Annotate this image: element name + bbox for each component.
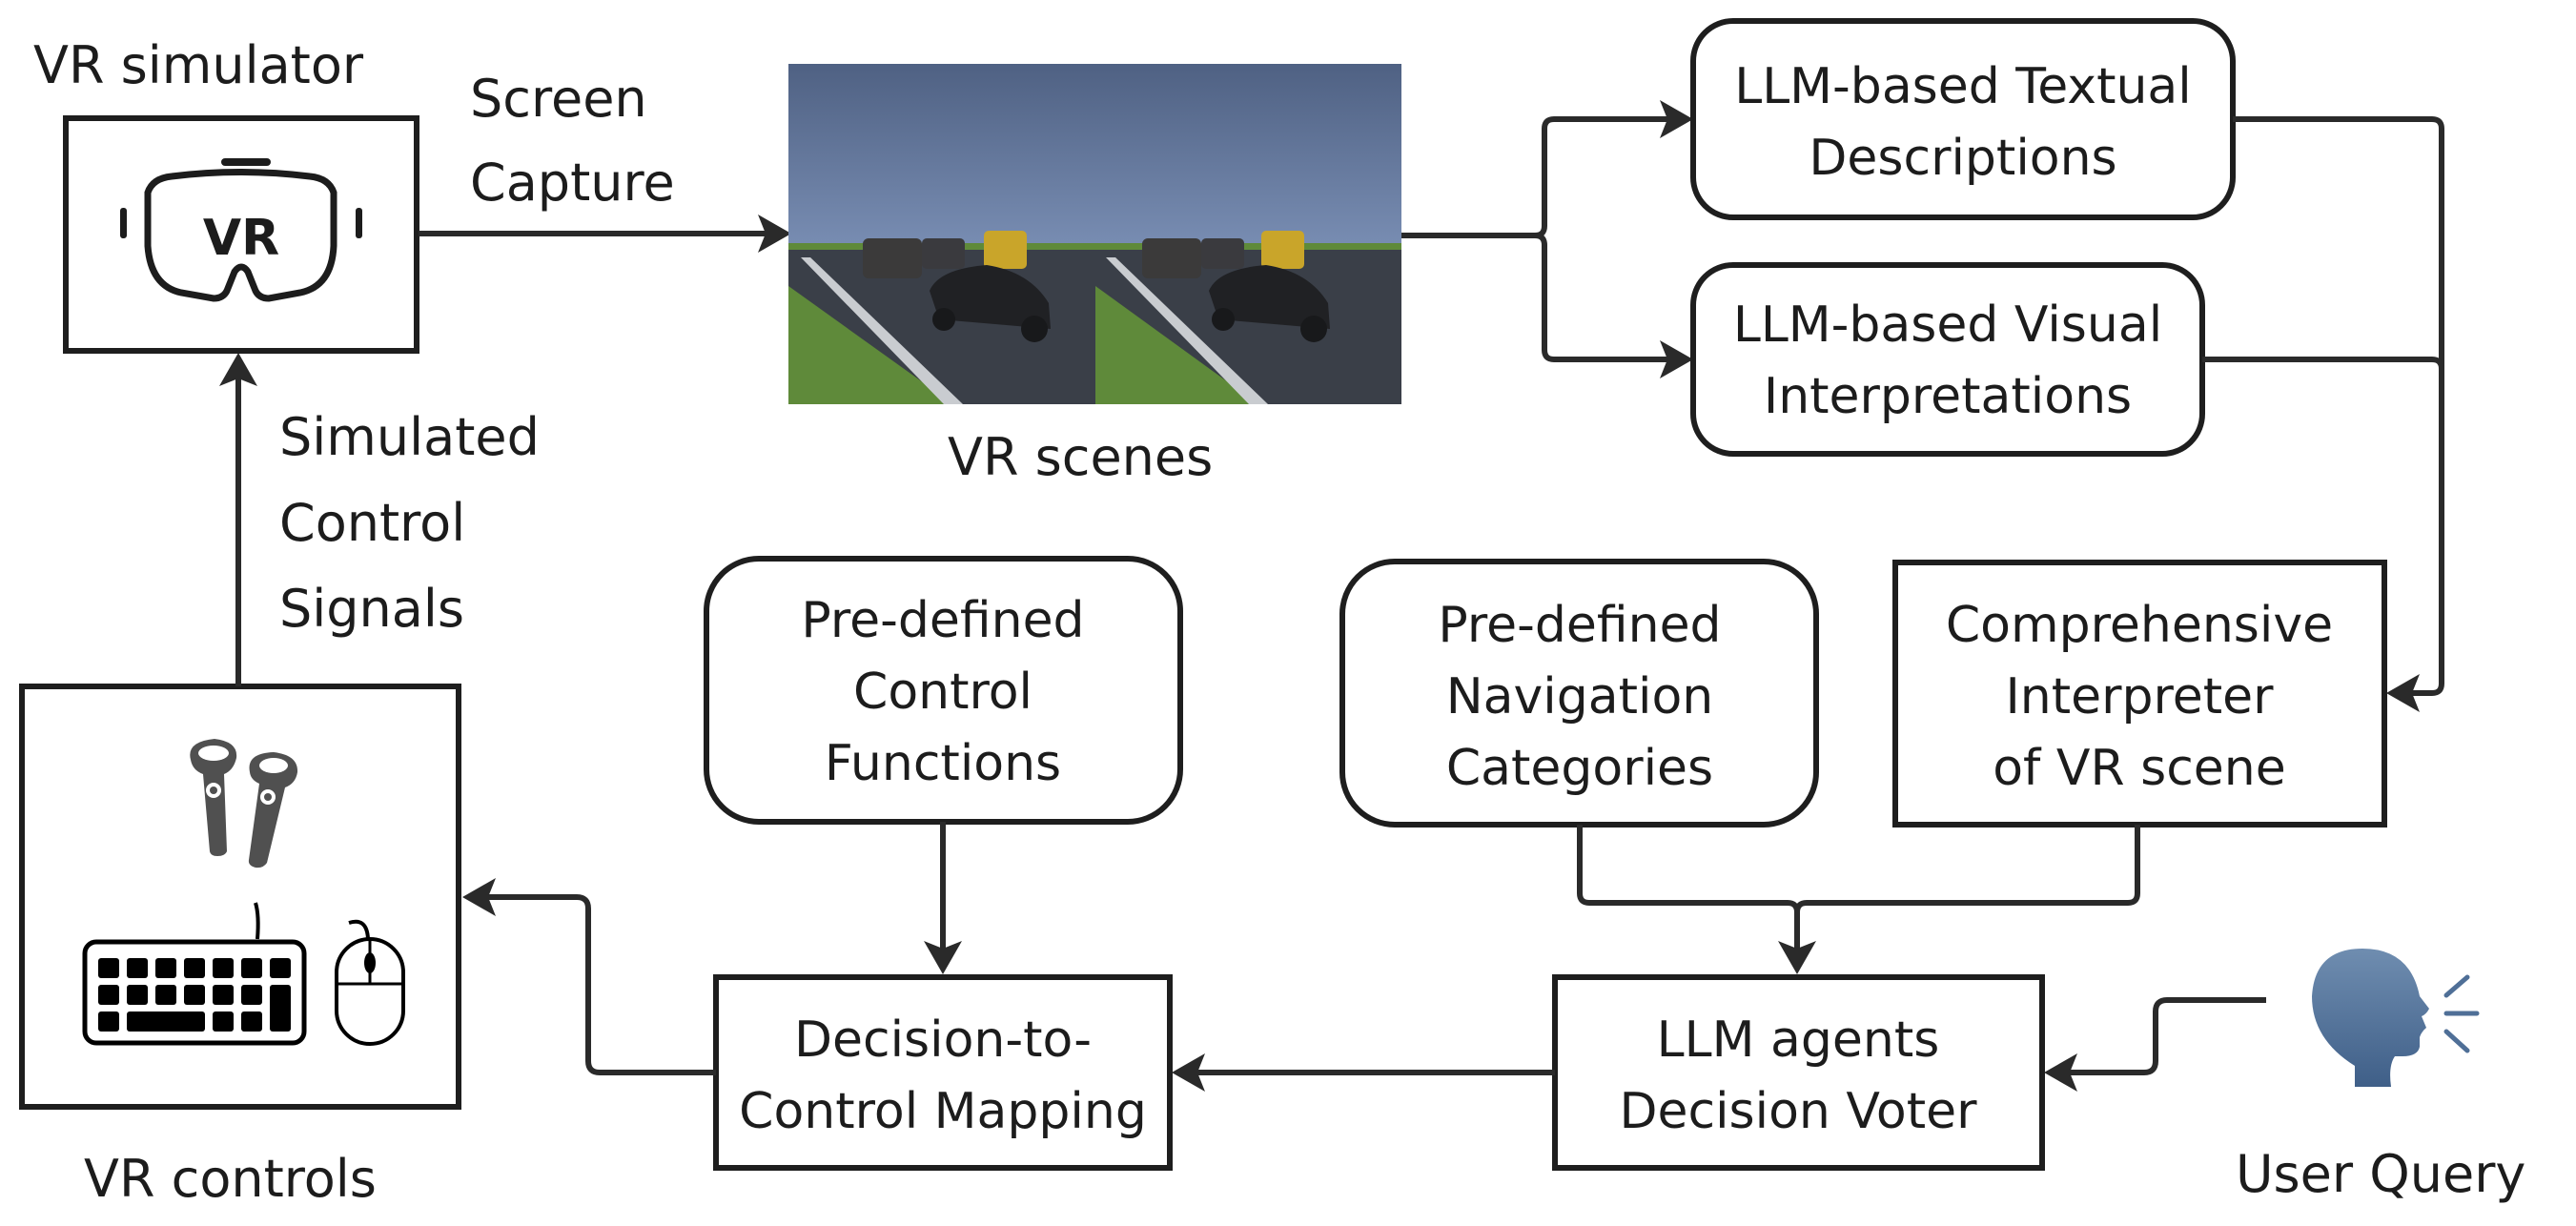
node-text: Interpreter [2005, 668, 2274, 725]
node-text: Navigation [1446, 668, 1713, 725]
node-text: Descriptions [1809, 130, 2116, 187]
mouse-icon [335, 919, 405, 1046]
node-text: Control Mapping [739, 1083, 1147, 1140]
llm-decision-voter-node [1552, 974, 2045, 1171]
arrowhead [1778, 941, 1816, 974]
node-text: Pre-defined [801, 592, 1084, 649]
node-text: of VR scene [1993, 740, 2286, 797]
arrowhead [758, 215, 791, 253]
branch-to-visual [1534, 233, 1673, 362]
headset-vr-text: VR [203, 210, 279, 267]
simulated-signals-label-2: Control [279, 493, 465, 553]
node-text: Decision-to- [794, 1011, 1092, 1069]
arrowhead [924, 941, 962, 974]
screen-capture-label-1: Screen [470, 69, 647, 129]
simulated-signals-label-1: Simulated [279, 407, 540, 467]
connector-user-query-to-voter [2064, 997, 2266, 1075]
vr-scene-image [788, 64, 1401, 404]
connector-interpreter-to-voter [1794, 825, 2140, 913]
arrowhead [2044, 1053, 2077, 1092]
node-text: Control [853, 664, 1032, 721]
llm-textual-descriptions-node [1690, 18, 2236, 220]
node-text: Pre-defined [1438, 597, 1721, 654]
node-text: Comprehensive [1946, 597, 2333, 654]
connector-navigation-to-voter [1577, 825, 1800, 953]
arrowhead [1660, 340, 1693, 378]
decision-to-control-mapping-node [713, 974, 1173, 1171]
arrowhead [462, 878, 496, 916]
keyboard-icon [82, 902, 307, 1046]
branch-to-textual [1401, 116, 1673, 238]
connector-textual-to-interpreter [2233, 116, 2444, 696]
simulated-signals-label-3: Signals [279, 579, 464, 639]
node-text: Functions [825, 735, 1061, 792]
node-text: LLM-based Visual [1733, 296, 2162, 354]
speaking-head-icon [2312, 949, 2480, 1087]
vr-controls-label: VR controls [84, 1149, 377, 1209]
arrowhead [1172, 1053, 1205, 1092]
connector-mapping-to-controls [481, 894, 716, 1075]
comprehensive-interpreter-node [1892, 560, 2387, 828]
node-text: Categories [1446, 740, 1713, 797]
vr-headset-icon: VR [120, 158, 362, 302]
arrowhead [2386, 674, 2420, 712]
llm-visual-interpretations-node [1690, 262, 2205, 457]
connector-visual-to-interpreter [2202, 357, 2444, 370]
vr-scenes-label: VR scenes [948, 427, 1213, 487]
user-query-label: User Query [2236, 1144, 2525, 1204]
node-text: LLM-based Textual [1734, 58, 2192, 115]
vr-controllers-icon [190, 739, 298, 868]
arrowhead [1660, 100, 1693, 138]
node-text: Decision Voter [1619, 1083, 1977, 1140]
screen-capture-label-2: Capture [470, 153, 675, 213]
arrowhead [219, 353, 257, 386]
node-text: Interpretations [1764, 368, 2132, 425]
node-text: LLM agents [1657, 1011, 1940, 1069]
vr-simulator-label: VR simulator [33, 35, 364, 95]
